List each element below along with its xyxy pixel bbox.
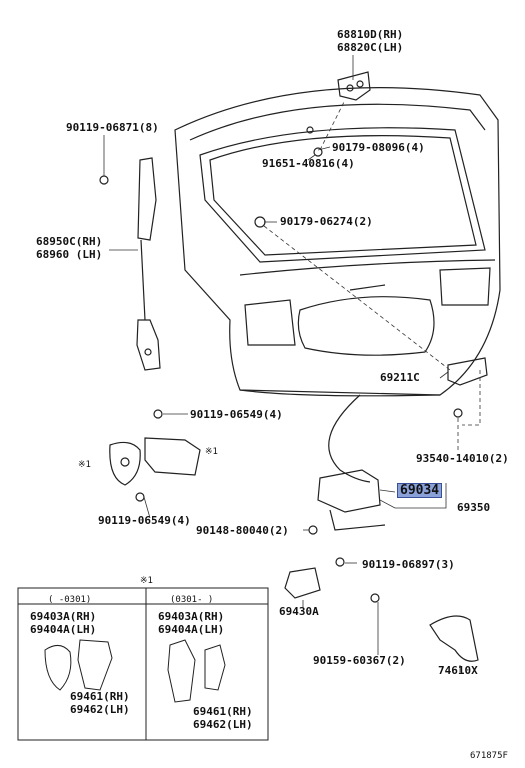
part-label-90179-06274: 90179-06274(2) [280,215,373,228]
inset-col1-69403a: 69403A(RH) [30,610,97,623]
part-label-90119-06871: 90119-06871(8) [66,121,159,134]
hinge-bracket [144,437,201,476]
striker [284,567,321,599]
handle [429,615,479,662]
strut-lower [136,319,161,371]
inset-col2-69404a: 69404A(LH) [158,623,225,636]
figure-id: 671875F [470,751,508,761]
strut-upper [137,157,157,241]
inset-col2-header: (0301- ) [170,595,214,605]
part-label-68820c: 68820C(LH) [337,41,404,54]
inset-col1-69461: 69461(RH) [70,690,130,703]
part-label-69211c: 69211C [380,371,420,384]
part-label-90119-06549-bottom: 90119-06549(4) [98,514,191,527]
lock-assembly [447,357,488,386]
inset-col2-69461: 69461(RH) [193,705,253,718]
part-label-90148-80040: 90148-80040(2) [196,524,289,537]
back-window [199,127,486,263]
part-label-90119-06549-top: 90119-06549(4) [190,408,283,421]
inset-col2-69462: 69462(LH) [193,718,253,731]
part-label-91651-40816: 91651-40816(4) [262,157,355,170]
part-label-74610x: 74610X [438,664,478,677]
part-label-69430a: 69430A [279,605,319,618]
part-label-68960: 68960 (LH) [36,248,103,261]
note-mark-right: ※1 [205,447,218,457]
part-label-69350: 69350 [457,501,491,514]
inset-box [17,587,269,741]
inset-col1-69462: 69462(LH) [70,703,130,716]
inset-col1-header: ( -0301) [48,595,92,605]
inset-col1-69404a: 69404A(LH) [30,623,97,636]
hinge-pad [109,441,141,486]
strut-rod [140,239,146,321]
latch-assembly [317,469,381,513]
part-label-68810d: 68810D(RH) [337,28,404,41]
inset-mark: ※1 [140,576,153,586]
part-label-90119-06897: 90119-06897(3) [362,558,455,571]
release-cable [328,394,371,483]
part-label-93540-14010: 93540-14010(2) [416,452,509,465]
part-label-90179-08096: 90179-08096(4) [332,141,425,154]
hinge-top [337,71,371,101]
inset-col2-69403a: 69403A(RH) [158,610,225,623]
license-recess [297,296,435,356]
part-label-68950c: 68950C(RH) [36,235,103,248]
part-label-69034-highlighted[interactable]: 69034 [396,483,443,498]
back-door-outline [174,87,501,396]
note-mark-left: ※1 [78,460,91,470]
part-label-90159-60367: 90159-60367(2) [313,654,406,667]
